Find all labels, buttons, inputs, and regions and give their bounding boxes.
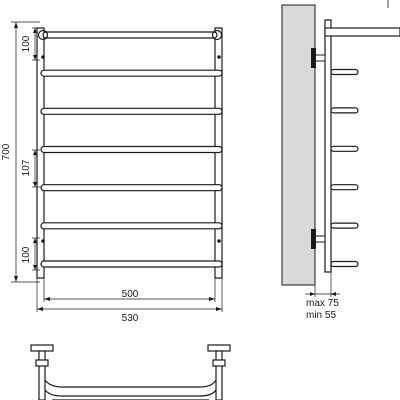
rung [40, 69, 223, 77]
upper-flange [311, 48, 316, 68]
mount-dot-bottom-left [41, 239, 45, 243]
rungs [40, 31, 223, 268]
upper-bracket [314, 54, 326, 62]
dim-mid-107-label: 107 [21, 159, 32, 176]
dim-530-label: 530 [122, 313, 139, 324]
lower-flange [311, 229, 316, 249]
side-view: max 75 min 55 [281, 0, 400, 321]
top-left-cap [37, 29, 49, 41]
depth-min-label: min 55 [306, 310, 336, 321]
bottom-dimensions: 500 530 [36, 278, 223, 324]
plan-right-cap [207, 344, 231, 352]
mount-dot-bottom-right [217, 239, 221, 243]
lower-bracket [314, 235, 326, 243]
mount-dot-top-left [41, 55, 45, 59]
plan-left-stem [38, 350, 46, 400]
dim-top-100-label: 100 [21, 35, 32, 52]
rung [40, 222, 223, 230]
side-pin [330, 184, 359, 191]
rung [40, 107, 223, 115]
wall [281, 4, 316, 286]
side-pin [330, 222, 359, 229]
side-pin [330, 107, 359, 114]
side-pins [330, 68, 359, 268]
mount-dot-top-right [217, 55, 221, 59]
plan-right-stem [215, 350, 223, 400]
plan-left-cap [30, 344, 54, 352]
side-rail [324, 19, 332, 273]
dim-500-label: 500 [122, 289, 139, 300]
top-bar-side [324, 27, 400, 37]
dim-bottom-100-label: 100 [21, 246, 32, 263]
plan-bar-lower [44, 389, 217, 397]
side-pin [330, 145, 359, 152]
top-view [30, 344, 231, 400]
front-view [36, 27, 223, 279]
rung [40, 184, 223, 192]
top-right-cap [211, 29, 223, 41]
side-pin [330, 260, 359, 268]
top-rung [42, 31, 218, 39]
dim-700-label: 700 [1, 143, 12, 160]
depth-max-label: max 75 [306, 298, 339, 309]
plan-bar-upper [44, 379, 217, 388]
left-dimensions: 700 100 107 100 [1, 21, 40, 283]
rung [40, 145, 223, 154]
side-pin [330, 68, 359, 76]
rung [40, 260, 223, 268]
